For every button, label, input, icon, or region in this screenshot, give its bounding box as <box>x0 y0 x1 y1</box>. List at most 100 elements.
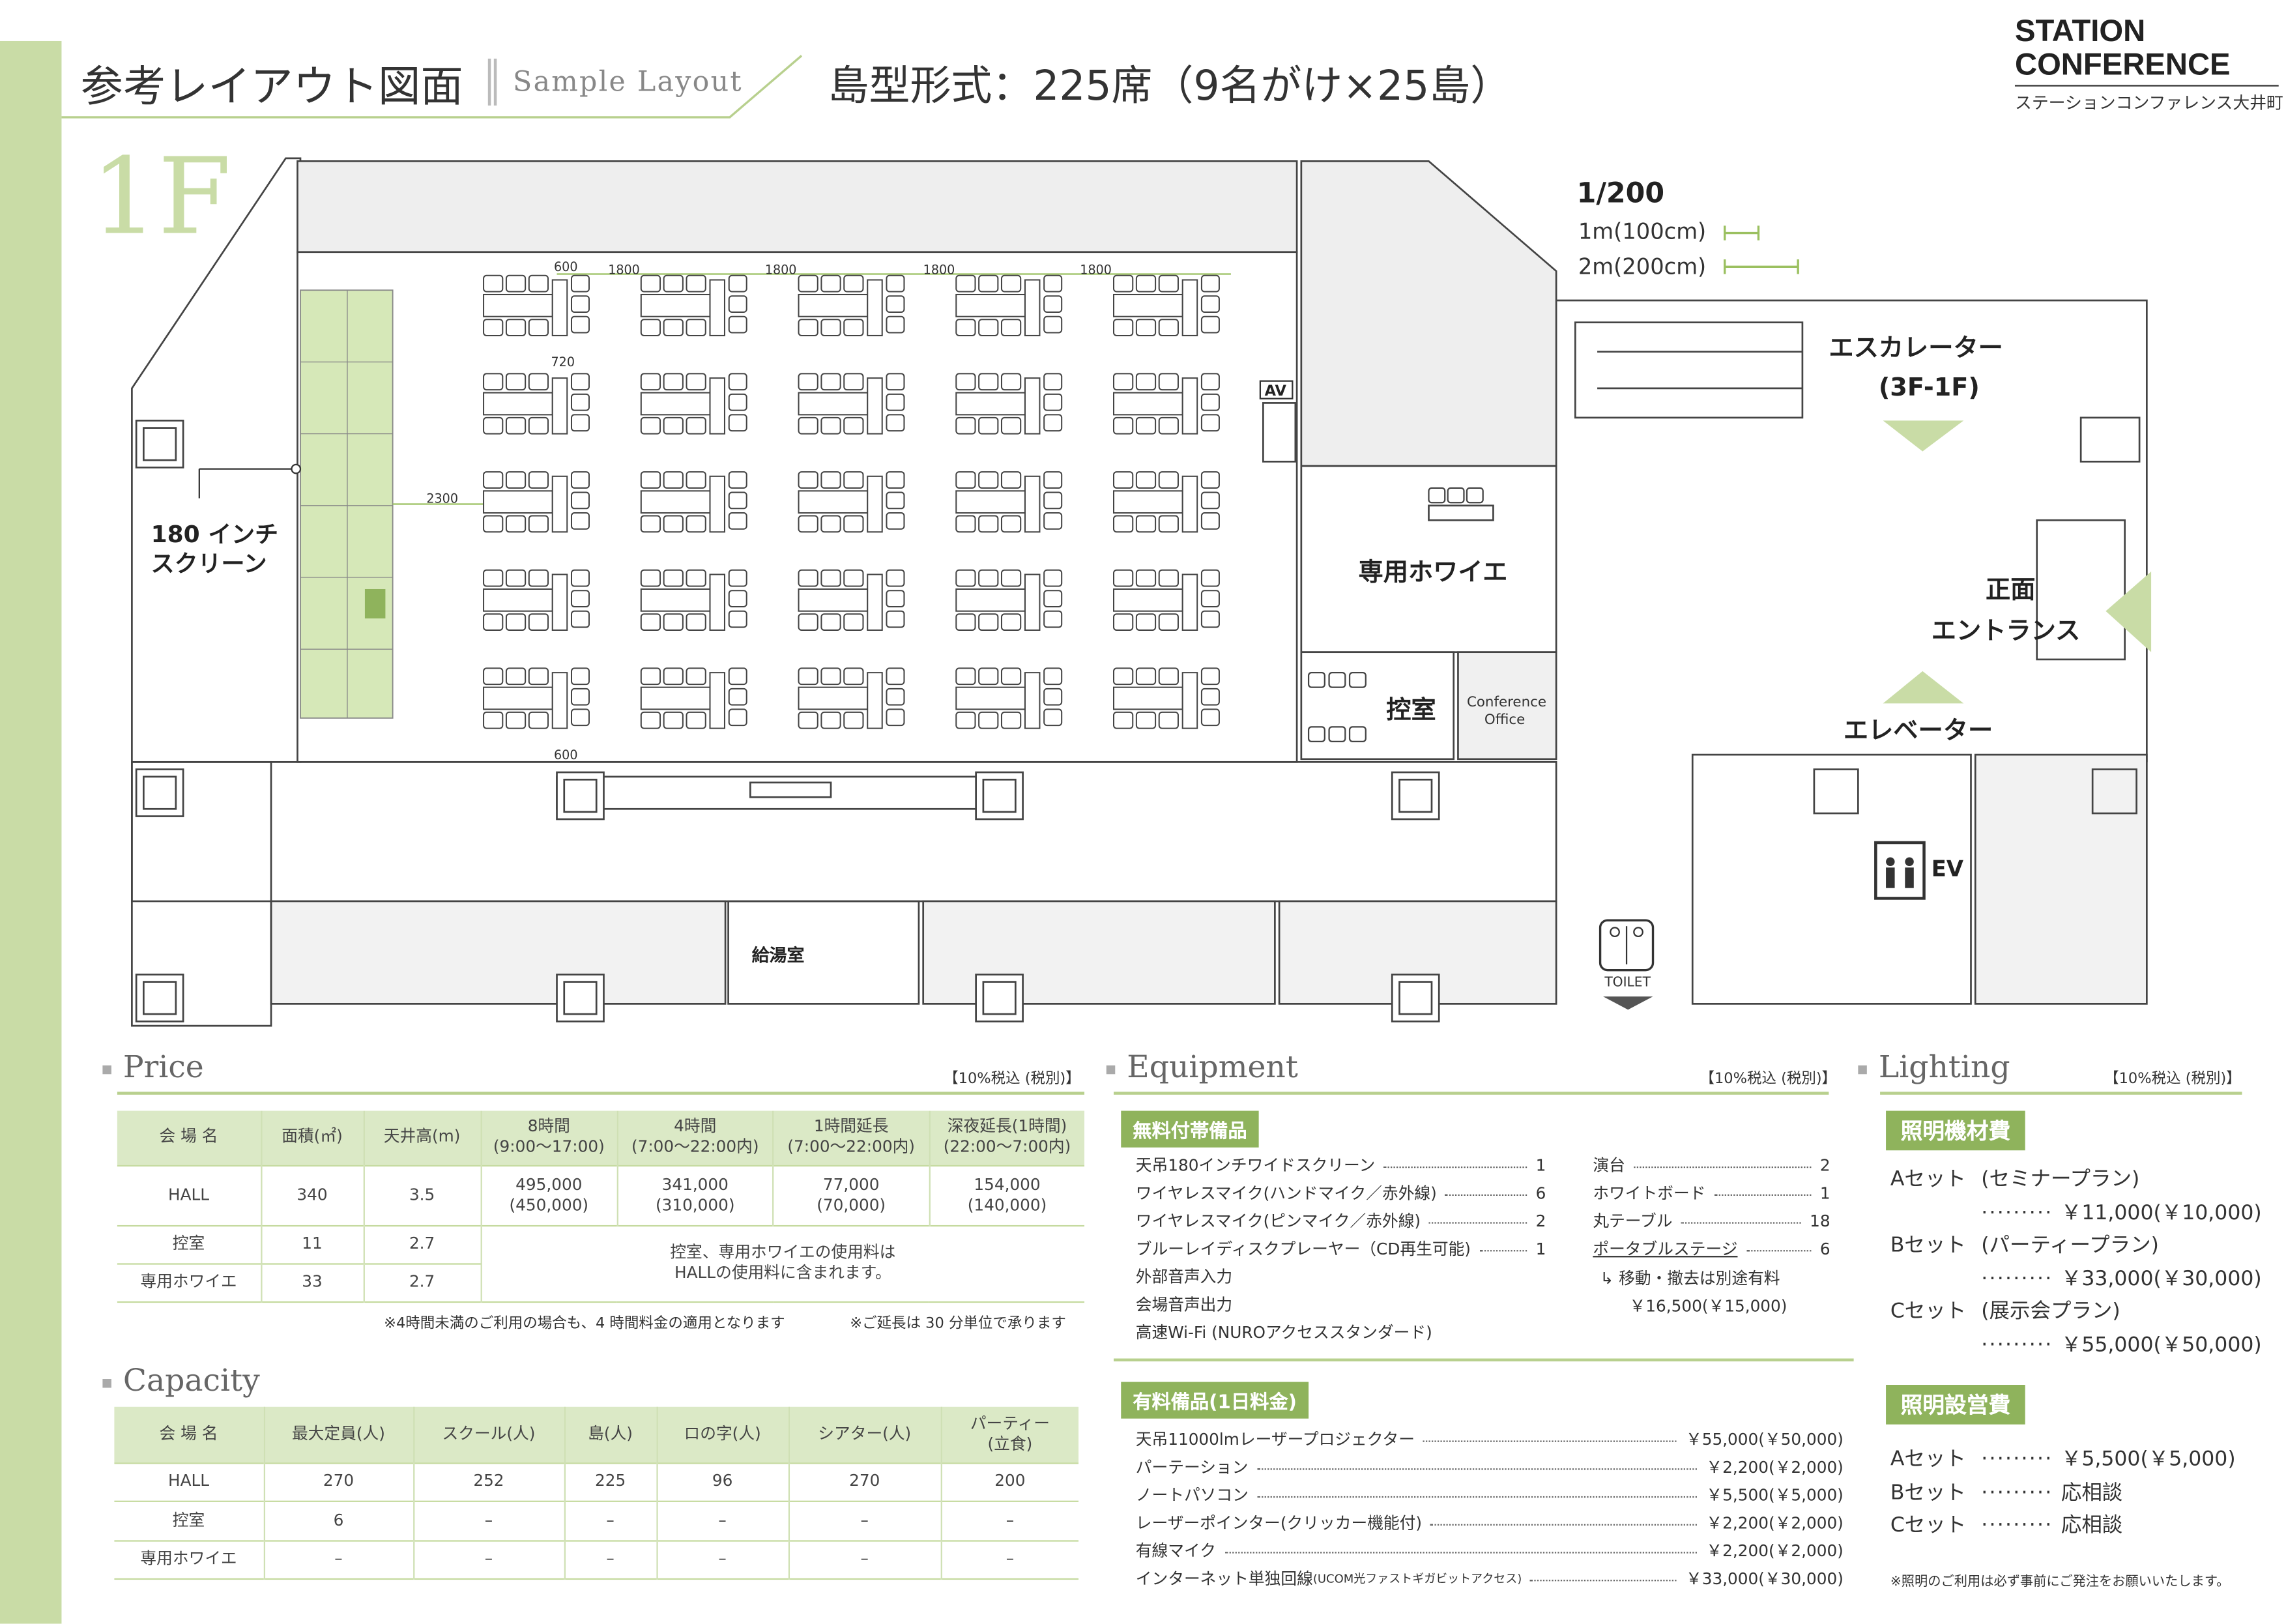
chair <box>570 373 590 391</box>
chair <box>843 471 864 489</box>
lighting-ops-item: Aセット········· ￥5,500(￥5,000) <box>1890 1443 2236 1477</box>
chair <box>663 515 684 533</box>
chair <box>955 569 976 587</box>
table-header-row: 会 場 名面積(㎡)天井高(m)8時間 (9:00〜17:00)4時間 (7:0… <box>117 1110 1085 1165</box>
table <box>709 672 725 729</box>
seating-island <box>955 667 1063 729</box>
seating-island <box>955 471 1063 533</box>
list-item: 天吊11000lmレーザープロジェクター￥55,000(￥50,000) <box>1136 1426 1844 1454</box>
item-name: ポータブルステージ <box>1593 1240 1738 1259</box>
elevator-shaft-right <box>1974 753 2148 1005</box>
entrance-label: 正面 <box>1986 575 2035 604</box>
item-value: ￥5,500(￥5,000) <box>1706 1486 1844 1505</box>
chair <box>955 319 976 336</box>
chair <box>843 613 864 631</box>
chair <box>686 569 706 587</box>
chair <box>843 667 864 686</box>
chair <box>1043 688 1063 706</box>
table <box>640 293 711 317</box>
chair <box>570 471 590 489</box>
table <box>867 672 883 729</box>
chair <box>1200 491 1220 510</box>
table <box>798 490 869 514</box>
leader-dots <box>1681 1222 1801 1224</box>
scale-1m-label: 1m(100cm) <box>1578 219 1706 244</box>
lighting-divider <box>1880 1092 2242 1094</box>
chair <box>728 590 747 607</box>
chair <box>528 711 549 729</box>
chair <box>1200 688 1220 706</box>
chair <box>1200 315 1220 334</box>
list-item: 外部音声入力 <box>1136 1263 1546 1291</box>
chair <box>798 319 818 336</box>
col-header: スクール(人) <box>412 1406 564 1463</box>
chair <box>1043 667 1063 686</box>
table <box>483 293 553 317</box>
chair <box>483 274 504 293</box>
right-area-wall <box>1556 299 2148 762</box>
chair <box>528 319 549 336</box>
price-tax-note: 【10%税込 (税別)】 <box>944 1071 1080 1088</box>
title-separator <box>487 58 497 106</box>
chair <box>663 569 684 587</box>
chair <box>1113 515 1134 533</box>
table <box>709 573 725 631</box>
table <box>1181 377 1198 435</box>
chair <box>886 471 905 489</box>
elevator-shaft-left <box>1813 768 1859 815</box>
logo-divider <box>2014 85 2279 87</box>
chair <box>570 708 590 727</box>
paid-equipment-list: 天吊11000lmレーザープロジェクター￥55,000(￥50,000)パーテー… <box>1136 1426 1844 1593</box>
chair <box>955 515 976 533</box>
col-header: 1時間延長 (7:00〜22:00内) <box>772 1110 929 1165</box>
chair <box>1328 672 1346 688</box>
chair <box>955 274 976 293</box>
price-note-2: ※ご延長は 30 分単位で承ります <box>850 1316 1066 1333</box>
waiting-room-label: 控室 <box>1386 696 1436 725</box>
chair <box>728 471 747 489</box>
chair <box>728 610 747 628</box>
chair <box>1135 667 1157 686</box>
cell: 6 <box>263 1501 414 1541</box>
chair <box>570 393 590 411</box>
chair <box>570 667 590 686</box>
chair <box>640 416 661 435</box>
set-price: 応相談 <box>2061 1481 2123 1505</box>
chair <box>686 471 706 489</box>
chair <box>728 569 747 587</box>
item-value: 2 <box>1819 1156 1830 1176</box>
chair <box>483 711 504 729</box>
lighting-tax-note: 【10%税込 (税別)】 <box>2104 1071 2241 1088</box>
lighting-equipment-badge: 照明機材費 <box>1886 1110 2025 1151</box>
table <box>551 672 568 729</box>
cell: 270 <box>787 1462 941 1501</box>
chair <box>1113 373 1134 391</box>
list-item: ノートパソコン￥5,500(￥5,000) <box>1136 1481 1844 1509</box>
table <box>640 686 711 710</box>
price-heading-text: Price <box>123 1049 204 1085</box>
seating-islands <box>483 274 1220 729</box>
chair <box>483 416 504 435</box>
seating-island <box>483 373 590 435</box>
list-item: レーザーポインター(クリッカー機能付)￥2,200(￥2,000) <box>1136 1509 1844 1537</box>
table-header-row: 会 場 名最大定員(人)スクール(人)島(人)ロの字(人)シアター(人)パーティ… <box>114 1406 1079 1463</box>
corridor-partition <box>556 776 1021 810</box>
table <box>867 475 883 533</box>
item-name: ホワイトボード <box>1593 1183 1706 1204</box>
cell: 225 <box>563 1462 657 1501</box>
seating-island <box>640 373 747 435</box>
seating-island <box>798 274 905 336</box>
seating-island <box>640 274 747 336</box>
chair <box>1307 726 1325 742</box>
cell: – <box>263 1540 414 1579</box>
item-value: 1 <box>1819 1183 1830 1204</box>
col-header: 8時間 (9:00〜17:00) <box>480 1110 618 1165</box>
office-label-2: Office <box>1484 712 1525 728</box>
chair <box>505 515 527 533</box>
chair <box>955 416 976 435</box>
chair <box>1043 512 1063 530</box>
seating-island <box>1113 667 1220 729</box>
